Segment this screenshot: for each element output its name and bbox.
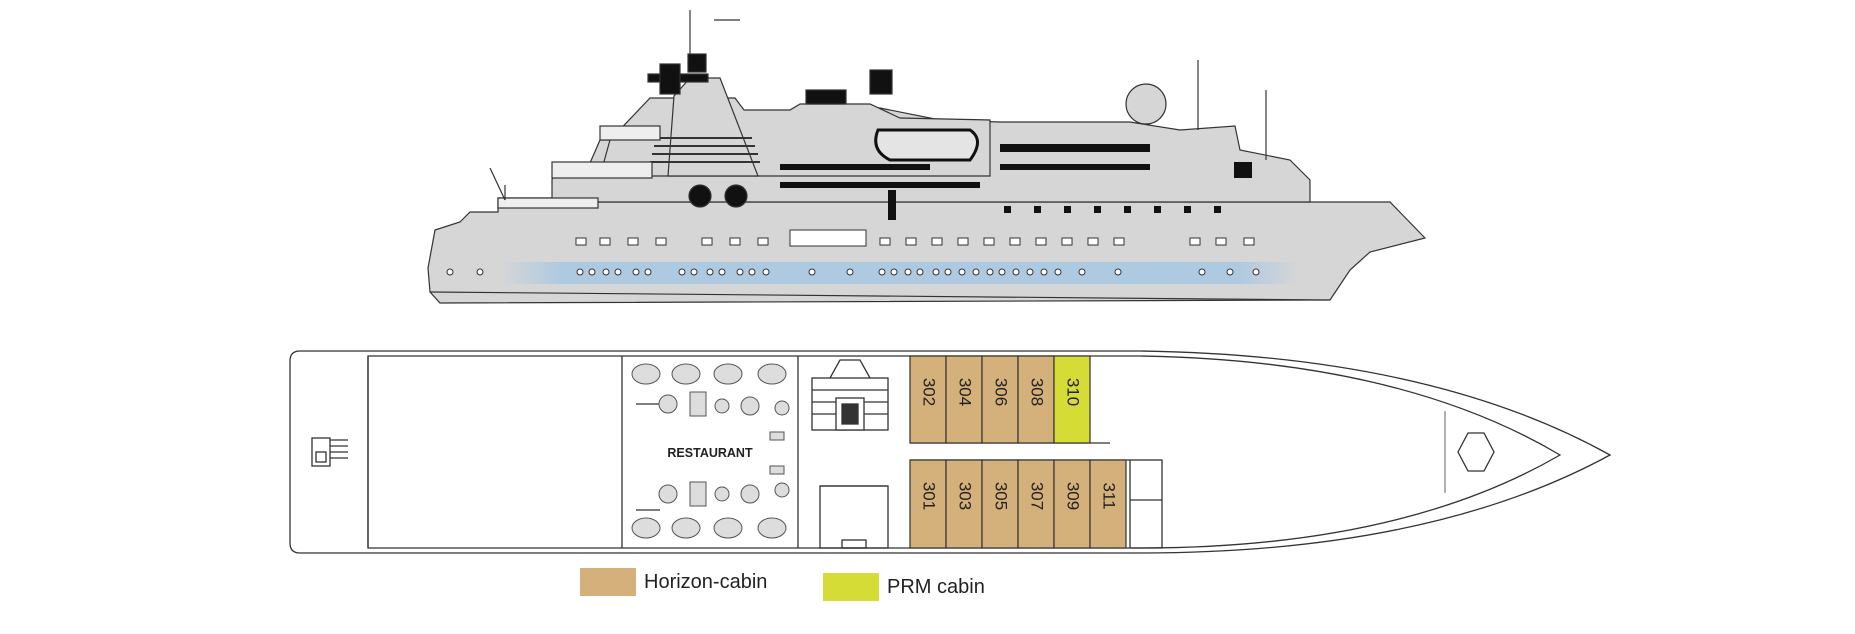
legend-horizon-cabin: Horizon-cabin	[580, 568, 767, 596]
legend-prm-cabin: PRM cabin	[823, 573, 985, 601]
ship-mast	[647, 10, 740, 95]
cabin-304	[945, 355, 983, 444]
cabin-number-308: 308	[1028, 378, 1047, 406]
cabins-bottom-row: 301 303 305 307 309 311	[909, 459, 1127, 549]
ship-dark-cap	[805, 89, 847, 105]
cabin-number-309: 309	[1064, 482, 1083, 510]
cabin-307	[1017, 459, 1055, 549]
ship-portholes-lower	[446, 268, 1260, 276]
ship-stern-line	[429, 291, 1331, 301]
restaurant-tables	[631, 363, 790, 539]
legend-swatch-horizon	[580, 568, 636, 596]
elevator-icon	[811, 359, 889, 431]
ship-windows-main	[575, 229, 1255, 247]
deck-outline	[289, 350, 1612, 554]
cabin-number-307: 307	[1028, 482, 1047, 510]
cabin-number-306: 306	[992, 378, 1011, 406]
cabin-number-305: 305	[992, 482, 1011, 510]
deck-plan	[289, 350, 1612, 554]
ship-radar-dome	[1125, 83, 1167, 125]
cabin-number-311: 311	[1100, 482, 1119, 509]
cabin-302	[909, 355, 947, 444]
cabin-number-310: 310	[1064, 378, 1083, 406]
ship-dark-cap	[869, 69, 893, 95]
cabin-311	[1089, 459, 1127, 549]
ship-rear-decks	[489, 125, 661, 209]
cabin-number-302: 302	[920, 378, 939, 406]
ship-hull	[427, 201, 1427, 304]
cabin-310	[1053, 355, 1091, 444]
cabin-308	[1017, 355, 1055, 444]
ship-waterline	[500, 262, 1300, 284]
restaurant-label: RESTAURANT	[667, 446, 753, 460]
cabin-number-304: 304	[956, 378, 975, 406]
ship-round-window	[688, 184, 712, 208]
stern-stairs-icon	[311, 437, 348, 467]
ship-lifeboat	[874, 128, 979, 162]
cabin-301	[909, 459, 947, 549]
deck-inner-outline	[367, 355, 1562, 549]
bow-hatch	[1457, 432, 1495, 472]
ship-windows-upper	[780, 144, 1252, 220]
legend-swatch-prm	[823, 573, 879, 601]
cabin-309	[1053, 459, 1091, 549]
ship-round-window	[724, 184, 748, 208]
legend-label-prm: PRM cabin	[887, 575, 985, 598]
ship-side-view	[427, 10, 1427, 304]
legend-label-horizon: Horizon-cabin	[644, 570, 768, 593]
cabin-number-301: 301	[920, 482, 939, 510]
cabin-number-303: 303	[956, 482, 975, 510]
cabins-top-row: 302 304 306 308 310	[909, 355, 1091, 444]
